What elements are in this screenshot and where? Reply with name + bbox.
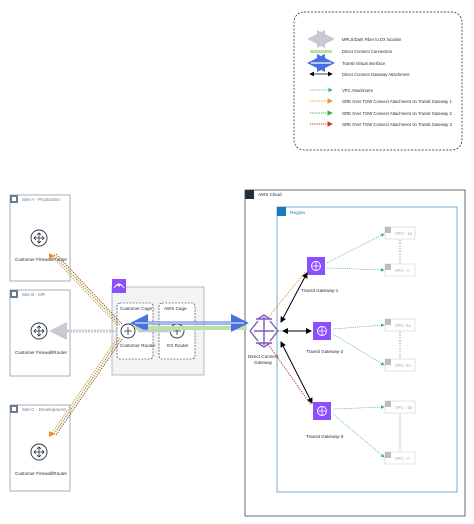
- vpc-icon: [385, 227, 391, 233]
- vpc-1n: VPC - n: [384, 263, 416, 277]
- router-icon: [30, 443, 48, 461]
- vpc-icon: [385, 452, 391, 458]
- svg-text:VPC - n: VPC - n: [395, 456, 410, 461]
- dx-gateway-label-2: Gateway: [254, 360, 273, 365]
- legend-label-dxgw-attachment: Direct Connect Gateway Attachment: [342, 72, 410, 77]
- vpc-1a: VPC - 1a: [384, 226, 416, 240]
- vpc-icon: [385, 359, 391, 365]
- vpc-2n: VPC- 2n: [384, 358, 416, 372]
- site-b-group: Site B - DR Customer Firewall/Router: [9, 289, 71, 377]
- tunnel-endpoint-icon: [49, 253, 55, 259]
- dxgw-attachment-tgw1: [280, 272, 308, 323]
- legend: MPLS/Dark Fiber to DX location Direct Co…: [293, 11, 463, 151]
- vpc-icon: [385, 319, 391, 325]
- site-a-device-label: Customer Firewall/Router: [15, 257, 68, 262]
- legend-label-mpls: MPLS/Dark Fiber to DX location: [342, 37, 402, 42]
- legend-label-gre-tgw3: GRE Over TGW Connect Attachment on Trans…: [342, 122, 452, 127]
- svg-text:VPC - 3a: VPC - 3a: [395, 405, 413, 410]
- router-icon: [120, 323, 136, 339]
- site-b-title: Site B - DR: [22, 292, 46, 297]
- svg-text:VPC- 2n: VPC- 2n: [395, 363, 411, 368]
- transit-gateway-icon: [313, 322, 331, 340]
- vpc-attachment-3a: [332, 405, 385, 410]
- aws-cloud-group: AWS Cloud Region Direct Connect Gateway …: [244, 189, 466, 517]
- legend-label-gre-tgw1: GRE Over TGW Connect Attachment on Trans…: [342, 99, 452, 104]
- tgw2-label: Transit Gateway-2: [306, 349, 344, 354]
- tgw3-label: Transit Gateway-3: [306, 434, 344, 439]
- dx-router-label: DX Router: [167, 343, 189, 348]
- vpc-attachment-3n: [332, 413, 385, 458]
- vpc-attachment-1n: [326, 267, 385, 272]
- site-a-group: Site A - Production Customer Firewall/Ro…: [9, 194, 71, 282]
- vpc-attachment-1a: [326, 233, 385, 264]
- vpc-attachment-2a: [332, 323, 385, 330]
- router-icon: [30, 229, 48, 247]
- svg-text:VPC - n: VPC - n: [395, 268, 410, 273]
- tunnel-endpoint-icon: [49, 431, 55, 437]
- vpc-3a: VPC - 3a: [384, 400, 416, 414]
- transit-gateway-icon: [313, 402, 331, 420]
- transit-gateway-icon: [307, 257, 325, 275]
- dx-gateway-label-1: Direct Connect: [248, 354, 279, 359]
- legend-label-gre-tgw2: GRE Over TGW Connect Attachment on Trans…: [342, 111, 452, 116]
- vpc-icon: [385, 264, 391, 270]
- gre-site-c-orange: [51, 336, 119, 434]
- legend-label-transit-vif: Transit Virtual Interface: [342, 61, 386, 66]
- svg-text:VPC - 1a: VPC - 1a: [395, 231, 413, 236]
- aws-cloud-title: AWS Cloud: [258, 192, 282, 197]
- vpc-icon: [385, 401, 391, 407]
- tgw1-label: Transit Gateway-1: [301, 288, 339, 293]
- site-c-title: Site C - Development: [22, 407, 66, 412]
- vpc-2a: VPC- 2a: [384, 318, 416, 332]
- gre-site-a-orange: [51, 255, 119, 327]
- gre-site-c-red: [55, 338, 123, 436]
- customer-router-label: Customer Router: [120, 343, 155, 348]
- site-b-device-label: Customer Firewall/Router: [15, 350, 68, 355]
- site-c-device-label: Customer Firewall/Router: [15, 471, 68, 476]
- site-a-title: Site A - Production: [22, 197, 60, 202]
- flag-icon: [277, 207, 286, 216]
- vpc-3n: VPC - n: [384, 451, 416, 465]
- gre-site-a-green: [53, 254, 121, 326]
- router-icon: [30, 322, 48, 340]
- legend-dx-connection-swatch: [310, 50, 332, 53]
- svg-text:VPC- 2a: VPC- 2a: [395, 323, 411, 328]
- aws-cage-label: AWS Cage: [164, 306, 187, 311]
- legend-label-dx-connection: Direct Connect Connection: [342, 49, 393, 54]
- legend-label-vpc-attachment: VPC Attachment: [342, 88, 374, 93]
- region-label: Region: [290, 210, 306, 216]
- customer-cage-label: Customer Cage: [120, 306, 153, 311]
- dx-connection-band: [135, 326, 247, 330]
- cloud-icon: [245, 190, 254, 199]
- site-c-group: Site C - Development Customer Firewall/R…: [9, 404, 71, 492]
- gre-site-c-green: [53, 337, 121, 435]
- dxgw-attachment-tgw3: [280, 341, 313, 404]
- gre-site-a-red: [55, 253, 123, 325]
- vpc-attachment-2n: [332, 333, 385, 366]
